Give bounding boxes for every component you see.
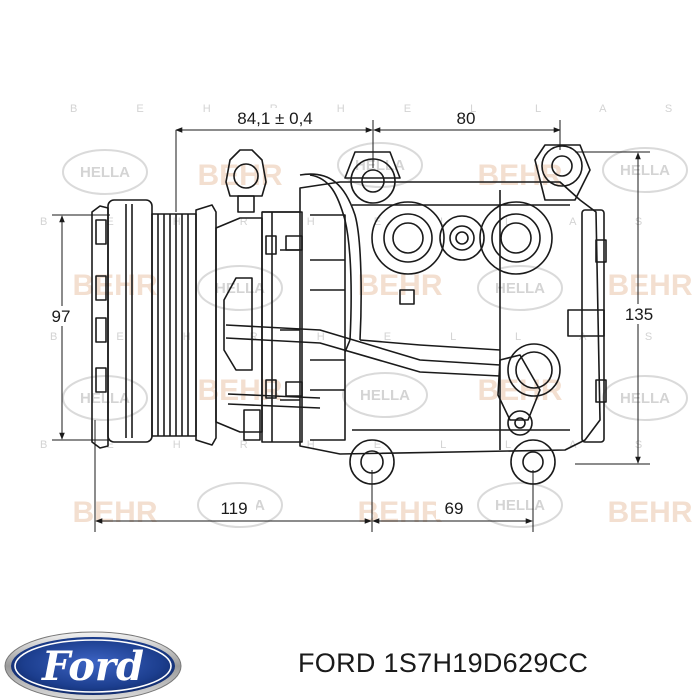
dim-top-left-label: 84,1 ± 0,4 — [237, 109, 313, 128]
top-sensor — [225, 149, 267, 213]
clutch-pulley — [91, 199, 217, 449]
wm-hella-5: HELLA — [360, 387, 410, 404]
dim-bottom-right-label: 69 — [445, 499, 464, 518]
dim-left-label: 97 — [52, 307, 71, 326]
wm-row-1: B E H R H E L L A S E R V I C E — [70, 103, 700, 115]
dim-right-label: 135 — [625, 305, 653, 324]
mounting-ear-top-left — [344, 151, 401, 204]
wm-row-2: B E H R H E L L A S E R V I C E — [40, 216, 700, 228]
wm-hella-6: HELLA — [620, 390, 670, 407]
wm-hella-1: HELLA — [80, 164, 130, 181]
wm-hella-10: HELLA — [495, 497, 545, 514]
mounting-ear-top-right — [534, 144, 591, 201]
mounting-ear-bottom-right — [510, 439, 556, 485]
hella-watermark — [62, 142, 688, 528]
wm-hella-3: HELLA — [620, 162, 670, 179]
dimension-labels: 84,1 ± 0,4 80 97 135 119 69 — [44, 108, 660, 519]
wm-behr-8: BEHR — [72, 496, 157, 529]
dim-top-right-label: 80 — [457, 109, 476, 128]
refrigerant-ports — [371, 201, 553, 275]
ford-logo-text: Ford — [41, 643, 144, 690]
wm-behr-6: BEHR — [197, 374, 282, 407]
wm-row-3: B E H R H E L L A S E R V I C E — [50, 331, 700, 343]
compressor-body — [299, 181, 607, 455]
caption-part-number: 1S7H19D629CC — [383, 648, 589, 678]
compressor-outline — [91, 144, 607, 485]
ford-logo: Ford — [4, 631, 182, 700]
mounting-ear-bottom-left — [349, 439, 395, 485]
wm-behr-3: BEHR — [72, 269, 157, 302]
watermark-layer: HELLA HELLA HELLA HELLA HELLA HELLA HELL… — [40, 103, 700, 529]
caption-brand: FORD — [298, 648, 376, 678]
wm-behr-5: BEHR — [607, 269, 692, 302]
wm-behr-9: BEHR — [357, 496, 442, 529]
wm-behr-10: BEHR — [607, 496, 692, 529]
dim-bottom-left-label: 119 — [220, 499, 247, 518]
wm-hella-8: HELLA — [495, 280, 545, 297]
housing-detail — [285, 214, 415, 441]
rear-valve — [497, 343, 561, 436]
wm-hella-7: HELLA — [215, 280, 265, 297]
wm-behr-2: BEHR — [477, 159, 562, 192]
part-caption: FORD 1S7H19D629CC — [298, 648, 588, 679]
